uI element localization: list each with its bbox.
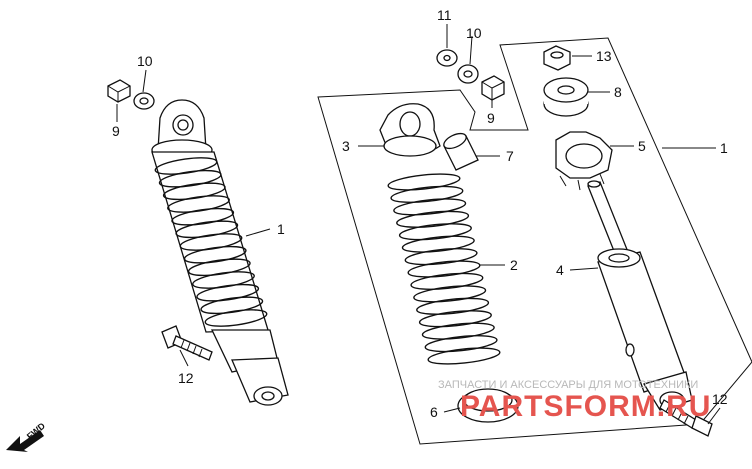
spring-coil: [427, 347, 501, 365]
spring-coil: [401, 235, 475, 253]
callout-washer-upper-left: 10: [137, 53, 153, 69]
spring-coil: [410, 272, 484, 291]
fwd-arrow-icon: [6, 430, 44, 452]
bolt-left-icon: [161, 325, 213, 361]
spring-coil: [167, 195, 230, 213]
spring-coil: [398, 223, 472, 241]
callout-bolt-right: 12: [712, 391, 728, 407]
adjuster-icon: [555, 131, 613, 191]
spring-coil: [396, 210, 470, 228]
spring-coil: [413, 285, 487, 303]
spring-coil: [407, 260, 481, 278]
nut-upper-right-icon: [481, 75, 505, 101]
washer-upper-left-icon: [133, 92, 155, 110]
callout-exploded-assembly: 1: [720, 140, 728, 156]
callout-spring-seat-lower: 6: [430, 404, 438, 420]
spring-coil: [192, 271, 255, 289]
spring-coil: [196, 283, 260, 302]
spring-coil: [393, 198, 467, 216]
callout-spring: 2: [510, 257, 518, 273]
spring-coil: [424, 334, 498, 353]
watermark-logo: PARTSFORM.RU: [460, 390, 711, 423]
spring-seat-upper-icon: [379, 103, 441, 157]
spring-coil: [154, 157, 218, 175]
damper-icon: [587, 180, 693, 411]
spring-coil: [162, 182, 226, 201]
spring-coil: [416, 297, 490, 315]
spring-coil: [187, 258, 251, 277]
spring-icon: [387, 173, 501, 365]
bush-icon: [543, 77, 589, 117]
callout-nut-upper-left: 9: [112, 123, 120, 139]
washer-upper-right-icon: [457, 64, 479, 84]
washer-top-icon: [436, 49, 458, 67]
spring-coil: [175, 220, 239, 239]
spring-coil: [158, 169, 222, 188]
spring-coil: [179, 233, 243, 251]
collar-icon: [443, 132, 479, 171]
spring-coil: [390, 185, 464, 204]
spring-coil: [387, 173, 461, 191]
spring-coil: [204, 309, 268, 327]
callout-spring-seat-upper: 3: [342, 138, 350, 154]
spring-coil: [200, 296, 264, 315]
nut-upper-left-icon: [107, 79, 131, 103]
callout-washer-upper-right: 10: [466, 25, 482, 41]
spring-seat-lower-icon: [457, 388, 519, 423]
callout-lock-nut: 13: [596, 48, 612, 64]
spring-coil: [404, 247, 478, 266]
callout-adjuster: 5: [638, 138, 646, 154]
lock-nut-icon: [543, 45, 571, 71]
watermark-tagline: ЗАПЧАСТИ И АКСЕССУАРЫ ДЛЯ МОТОТЕХНИКИ: [438, 379, 698, 391]
callout-assembled-shock: 1: [277, 221, 285, 237]
callout-collar: 7: [506, 148, 514, 164]
bolt-right-icon: [659, 399, 713, 437]
callout-damper: 4: [556, 262, 564, 278]
spring-coil: [418, 310, 492, 328]
callout-nut-upper-right: 9: [487, 110, 495, 126]
spring-coil: [421, 322, 495, 340]
callout-bush: 8: [614, 84, 622, 100]
callout-bolt-left: 12: [178, 370, 194, 386]
spring-coil: [171, 207, 235, 226]
leader-lines: [116, 24, 721, 425]
callout-washer-top: 11: [437, 7, 452, 23]
exploded-view-frame: [317, 37, 752, 445]
assembled-shock-absorber: [151, 99, 289, 406]
spring-coil: [183, 245, 247, 264]
